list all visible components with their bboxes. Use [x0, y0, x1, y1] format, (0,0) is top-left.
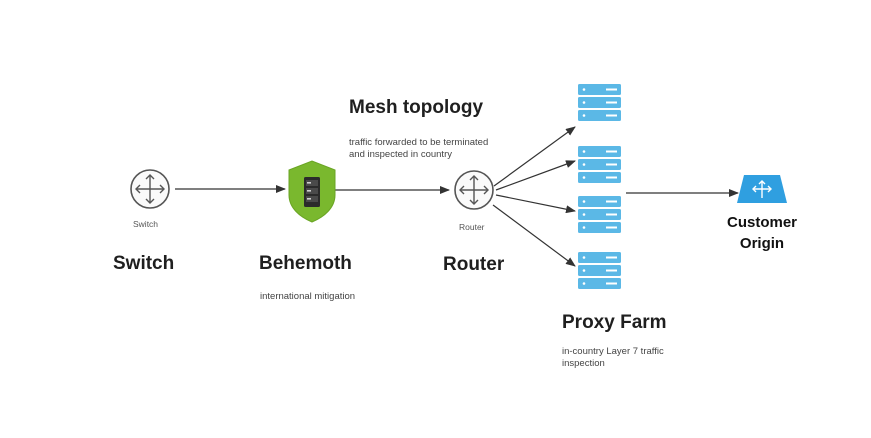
server-rack-icon [578, 84, 621, 121]
mesh-desc-line2: and inspected in country [349, 149, 452, 160]
server-rack-icon [578, 196, 621, 233]
edge-router-server-2 [495, 160, 576, 191]
edge-router-server-4 [492, 204, 576, 267]
router-icon-caption: Router [459, 222, 485, 232]
proxy-farm-servers [578, 84, 621, 289]
load-balancer-icon [737, 175, 787, 203]
customer-origin-label: Customer Origin [707, 212, 817, 254]
shield-server-icon [288, 160, 336, 223]
proxy-farm-desc-line2: inspection [562, 358, 605, 369]
proxy-farm-desc-line1: in-country Layer 7 traffic [562, 346, 664, 357]
mesh-desc-line1: traffic forwarded to be terminated [349, 137, 489, 148]
server-rack-icon [578, 146, 621, 183]
router-title: Router [443, 254, 505, 275]
router-icon [454, 170, 494, 210]
server-rack-icon [578, 252, 621, 289]
mesh-title: Mesh topology [349, 97, 484, 118]
behemoth-desc: international mitigation [260, 291, 356, 302]
customer-origin-line1: Customer [726, 214, 797, 231]
customer-origin-line2: Origin [739, 235, 785, 252]
edge-router-server-1 [493, 126, 576, 187]
switch-title: Switch [113, 253, 175, 274]
switch-icon-caption: Switch [133, 219, 159, 229]
edge-router-server-3 [495, 194, 576, 214]
switch-icon [130, 169, 170, 209]
behemoth-title: Behemoth [259, 253, 352, 274]
proxy-farm-title: Proxy Farm [562, 312, 667, 333]
